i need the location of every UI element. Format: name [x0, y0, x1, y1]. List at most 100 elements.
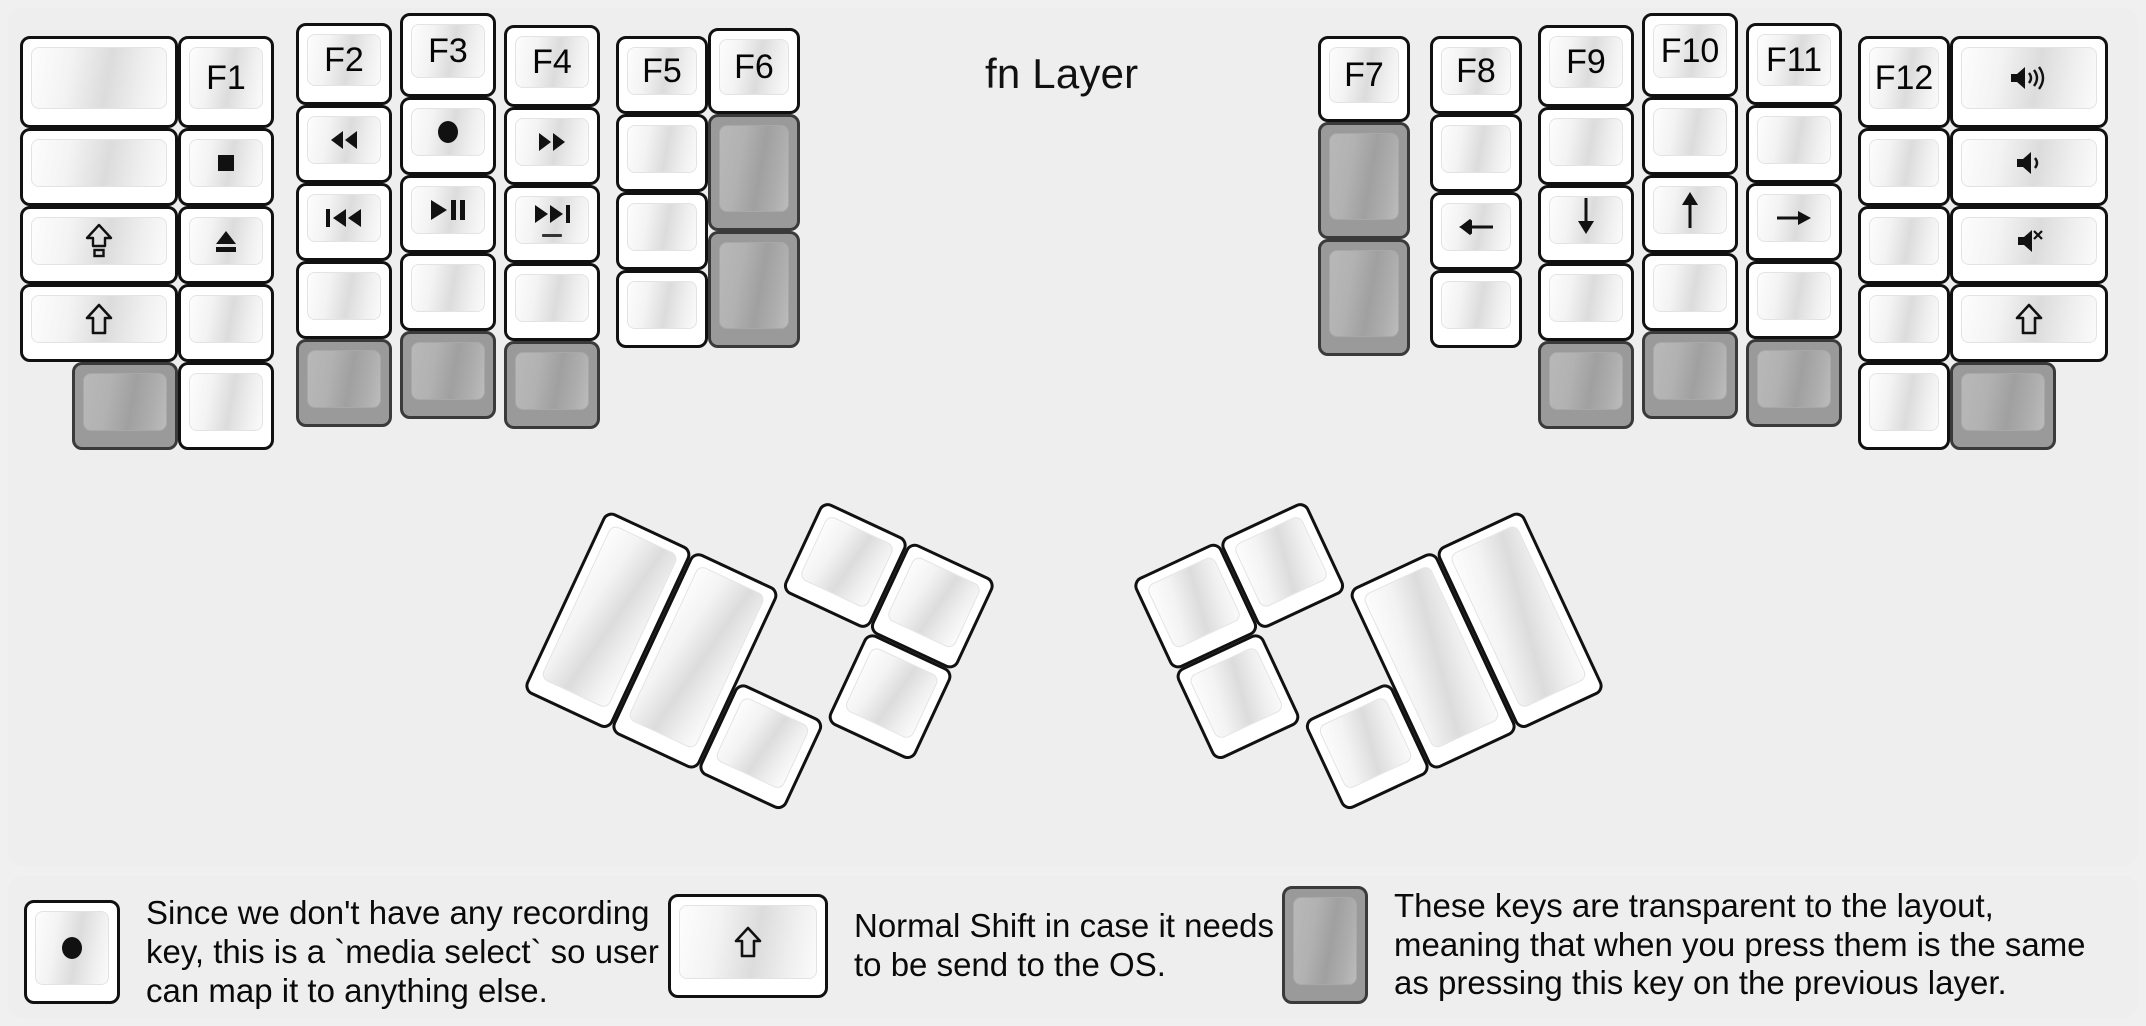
key-right-c3-r2[interactable]	[1642, 175, 1738, 253]
keycap-face	[411, 342, 485, 400]
key-right-c6-r1[interactable]	[1950, 128, 2108, 206]
key-left-c2-r2[interactable]	[296, 183, 392, 261]
key-left-c0-r0[interactable]	[20, 36, 178, 128]
key-legend-sample-shift	[668, 894, 828, 998]
key-right-c0-r0[interactable]: F7	[1318, 36, 1410, 122]
key-left-c0-r2[interactable]	[20, 206, 178, 284]
keycap-face: F3	[411, 24, 485, 78]
key-right-c5-r3[interactable]	[1858, 284, 1950, 362]
key-left-c3-r0[interactable]: F3	[400, 13, 496, 97]
keycap-face	[83, 373, 167, 431]
key-right-c0-r2[interactable]	[1318, 239, 1410, 356]
key-right-c1-r0[interactable]: F8	[1430, 36, 1522, 114]
volume-mute-icon	[2014, 226, 2044, 256]
key-right-c2-r0[interactable]: F9	[1538, 25, 1634, 107]
key-left-c4-r4[interactable]	[504, 341, 600, 429]
key-left-c4-r1[interactable]	[504, 107, 600, 185]
key-left-c5-r0[interactable]: F5	[616, 36, 708, 114]
keycap-face: F11	[1757, 34, 1831, 86]
key-left-c6-r0[interactable]: F6	[708, 28, 800, 114]
legend-note-text: Normal Shift in case it needs to be send…	[854, 907, 1275, 983]
key-right-c4-r4[interactable]	[1746, 339, 1842, 427]
key-left-c5-r1[interactable]	[616, 114, 708, 192]
key-left-c3-r1[interactable]	[400, 97, 496, 175]
keycap-face	[307, 272, 381, 320]
key-left-c2-r0[interactable]: F2	[296, 23, 392, 105]
keycap-face	[1757, 350, 1831, 408]
key-left-c0-r1[interactable]	[20, 128, 178, 206]
keycap-face	[31, 47, 167, 109]
key-right-c1-r1[interactable]	[1430, 114, 1522, 192]
key-left-c1-r1[interactable]	[178, 128, 274, 206]
key-left-c5-r2[interactable]	[616, 192, 708, 270]
key-right-c5-r4[interactable]	[1858, 362, 1950, 450]
keycap-face	[1549, 118, 1623, 166]
key-right-c6-r4[interactable]	[1950, 362, 2056, 450]
keycap-face	[1869, 295, 1939, 343]
key-legend: F3	[428, 32, 468, 70]
key-right-c6-r2[interactable]	[1950, 206, 2108, 284]
keycap-face	[31, 295, 167, 343]
keycap-face	[719, 242, 789, 329]
keycap-face: F6	[719, 39, 789, 95]
keycap-face: F2	[307, 34, 381, 86]
key-left-c6-r1[interactable]	[708, 114, 800, 231]
key-right-c3-r1[interactable]	[1642, 97, 1738, 175]
key-left-c1-r0[interactable]: F1	[178, 36, 274, 128]
key-left-c2-r3[interactable]	[296, 261, 392, 339]
key-left-c5-r3[interactable]	[616, 270, 708, 348]
keycap-face	[1653, 108, 1727, 156]
key-right-c3-r3[interactable]	[1642, 253, 1738, 331]
legend-swatch-record	[24, 900, 120, 1005]
key-right-c4-r2[interactable]	[1746, 183, 1842, 261]
key-left-c0-r4[interactable]	[72, 362, 178, 450]
key-right-c1-r3[interactable]	[1430, 270, 1522, 348]
key-right-c6-r3[interactable]	[1950, 284, 2108, 362]
key-legend: F1	[206, 59, 246, 97]
key-right-c2-r1[interactable]	[1538, 107, 1634, 185]
key-left-c4-r0[interactable]: F4	[504, 25, 600, 107]
key-left-c1-r3[interactable]	[178, 284, 274, 362]
key-right-c1-r2[interactable]	[1430, 192, 1522, 270]
key-left-c1-r4[interactable]	[178, 362, 274, 450]
arrow-left-icon	[1455, 216, 1497, 238]
key-right-c3-r4[interactable]	[1642, 331, 1738, 419]
key-right-c4-r0[interactable]: F11	[1746, 23, 1842, 105]
key-left-c2-r1[interactable]	[296, 105, 392, 183]
key-right-c0-r1[interactable]	[1318, 122, 1410, 239]
key-legend: F2	[324, 41, 364, 79]
key-legend: F7	[1344, 56, 1384, 94]
key-right-c4-r3[interactable]	[1746, 261, 1842, 339]
keycap-face	[307, 194, 381, 242]
key-right-c3-r0[interactable]: F10	[1642, 13, 1738, 97]
key-left-c0-r3[interactable]	[20, 284, 178, 362]
key-right-c6-r0[interactable]	[1950, 36, 2108, 128]
key-left-c2-r4[interactable]	[296, 339, 392, 427]
key-left-c4-r2[interactable]	[504, 185, 600, 263]
key-right-c2-r4[interactable]	[1538, 341, 1634, 429]
key-left-c3-r4[interactable]	[400, 331, 496, 419]
page-title: fn Layer	[985, 50, 1139, 97]
key-right-c2-r2[interactable]	[1538, 185, 1634, 263]
keycap-face	[679, 905, 817, 979]
keycap-face	[1653, 264, 1727, 312]
key-legend: F5	[642, 52, 682, 90]
keycap-face	[1441, 281, 1511, 329]
key-right-c5-r2[interactable]	[1858, 206, 1950, 284]
key-left-c3-r2[interactable]	[400, 175, 496, 253]
keycap-face	[1441, 125, 1511, 173]
key-left-c4-r3[interactable]	[504, 263, 600, 341]
keycap-face	[1549, 196, 1623, 244]
key-left-c3-r3[interactable]	[400, 253, 496, 331]
keycap-face: F12	[1869, 47, 1939, 109]
key-right-c5-r0[interactable]: F12	[1858, 36, 1950, 128]
key-left-c6-r2[interactable]	[708, 231, 800, 348]
key-right-c5-r1[interactable]	[1858, 128, 1950, 206]
legend-swatch-shift	[668, 894, 828, 998]
keycap-face: F4	[515, 36, 589, 88]
keycap-face: F7	[1329, 47, 1399, 103]
key-right-c4-r1[interactable]	[1746, 105, 1842, 183]
key-right-c2-r3[interactable]	[1538, 263, 1634, 341]
key-left-c1-r2[interactable]	[178, 206, 274, 284]
